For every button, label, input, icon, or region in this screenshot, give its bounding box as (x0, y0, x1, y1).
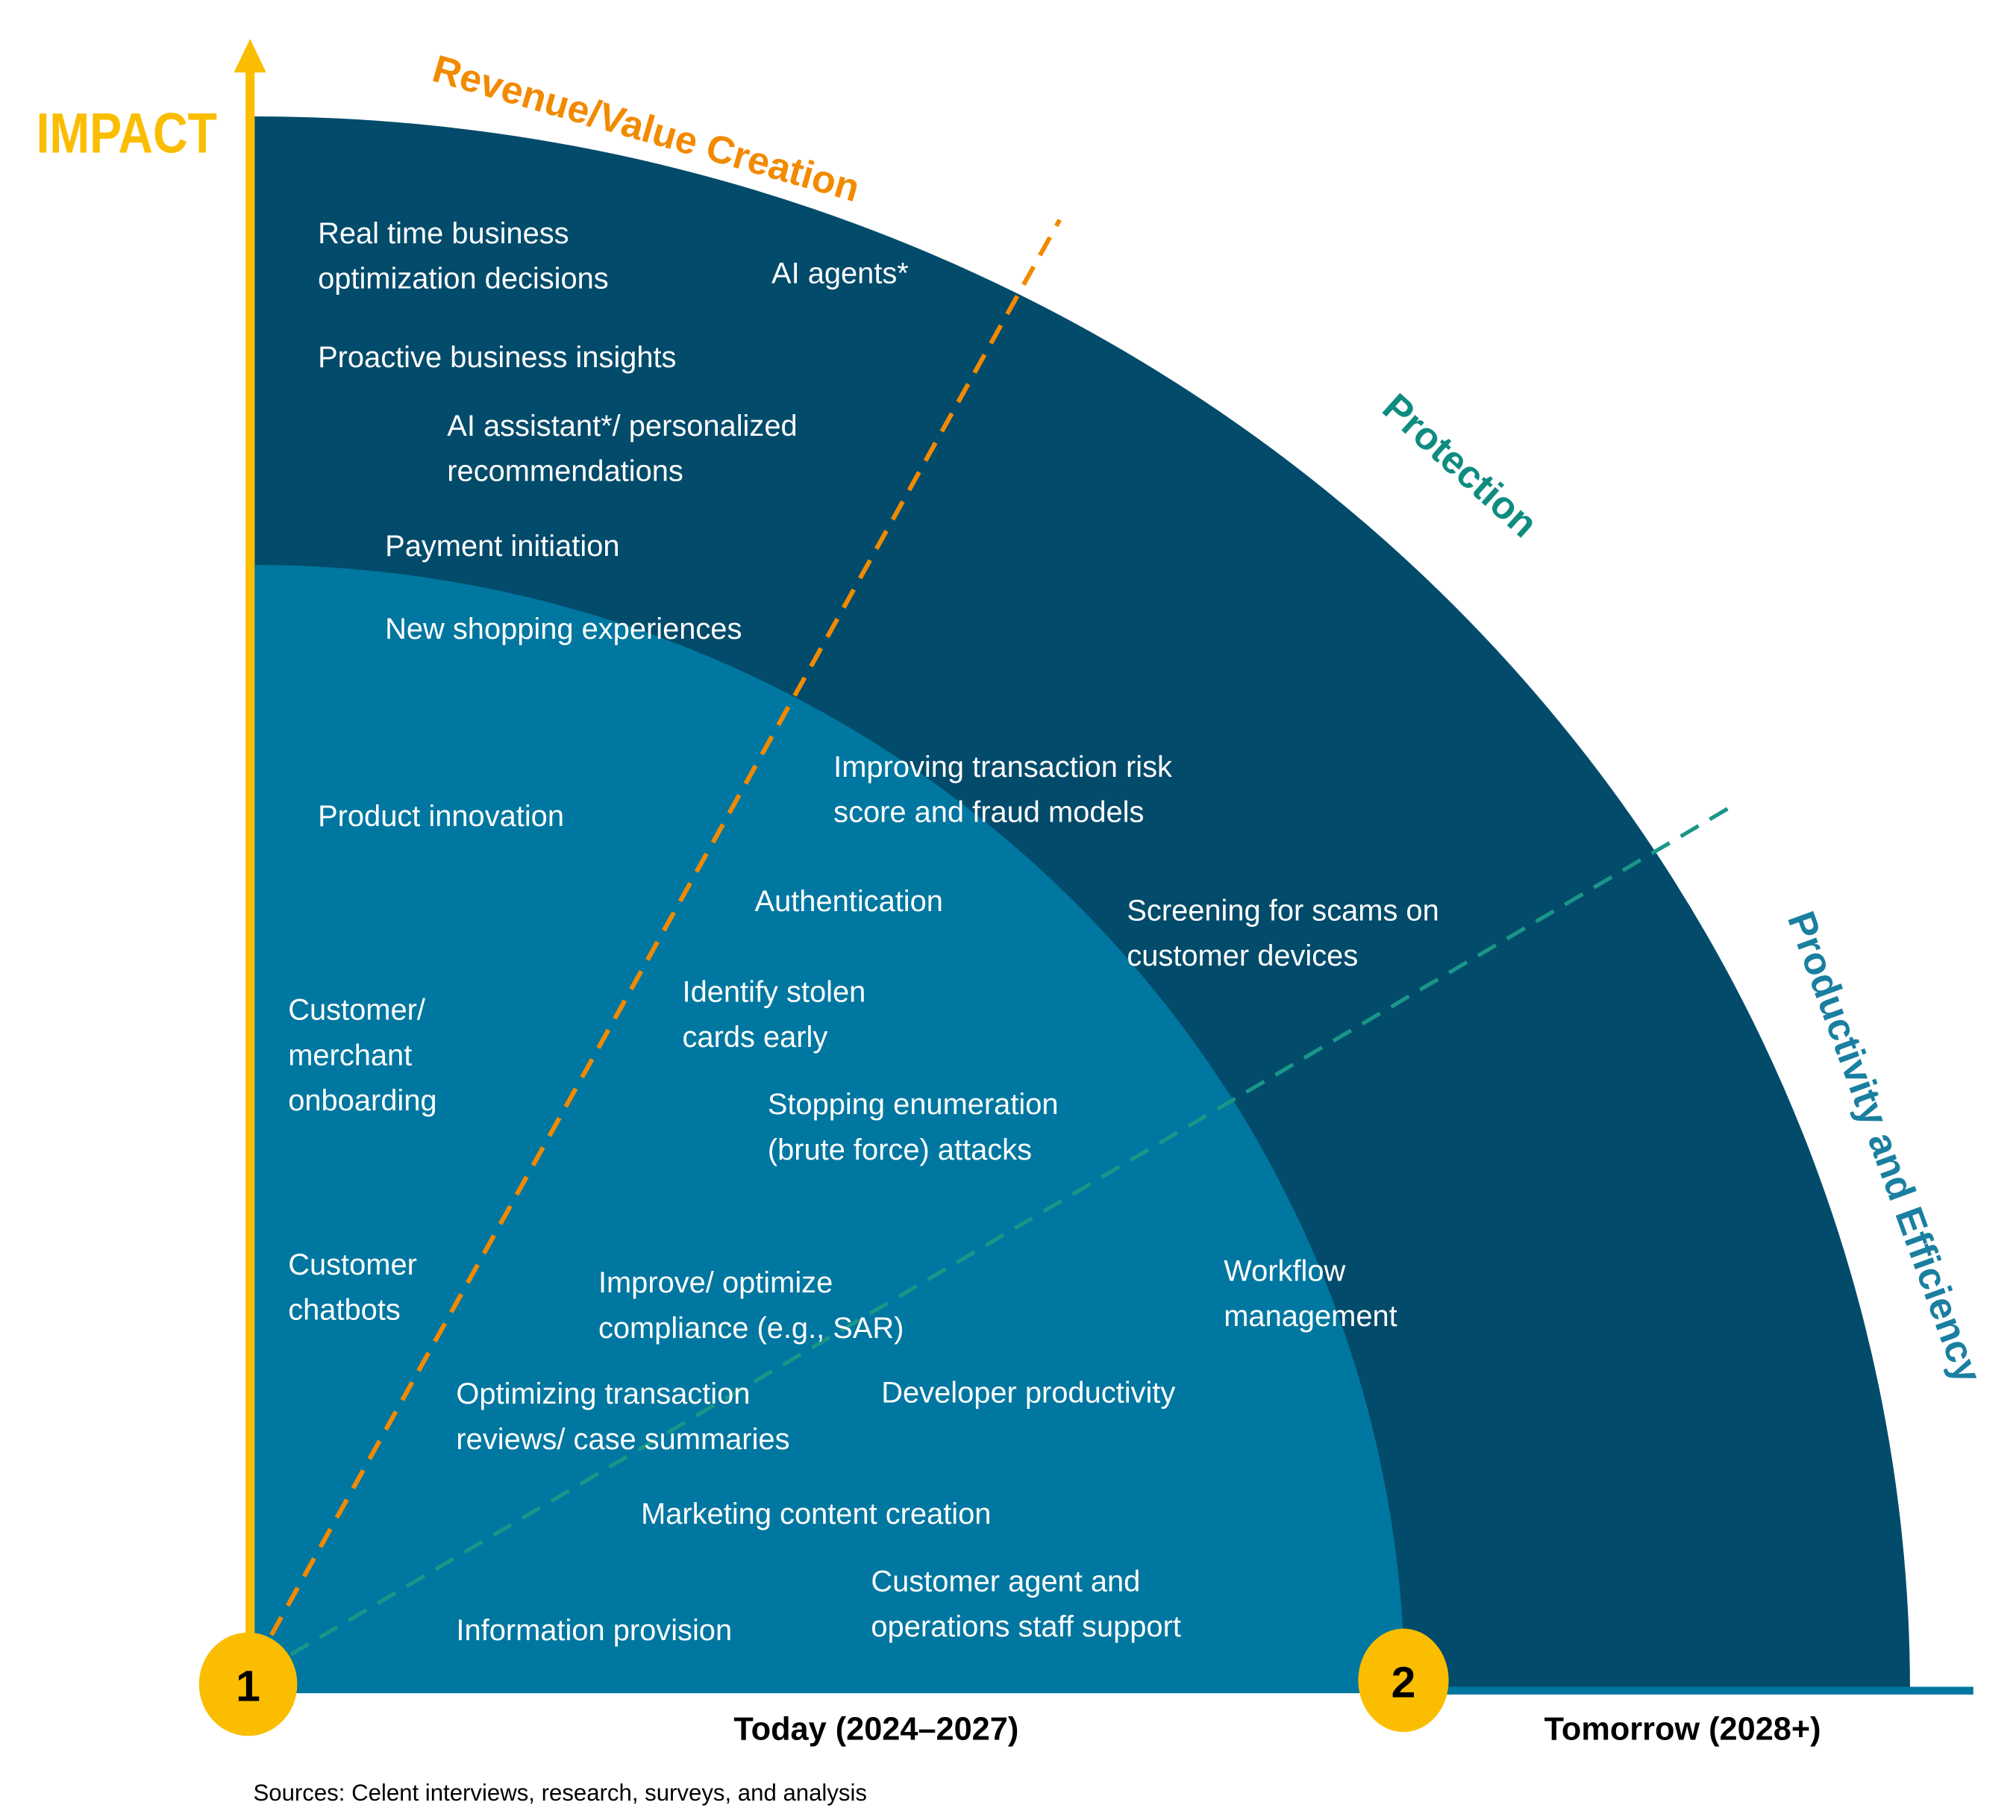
marker-1 (198, 1632, 298, 1736)
item-info: Information provision (456, 1614, 732, 1647)
marker-2-label: 2 (1392, 1658, 1416, 1707)
x-label-today: Today (2024–2027) (733, 1711, 1018, 1747)
item-enumeration: Stopping enumeration(brute force) attack… (768, 1088, 1059, 1166)
item-marketing: Marketing content creation (641, 1498, 991, 1530)
baseline (1404, 1686, 1973, 1695)
impact-label: IMPACT (36, 102, 216, 166)
revenue-divider (269, 219, 1062, 1636)
item-payment: Payment initiation (385, 530, 619, 563)
arrow-up-icon (234, 39, 266, 73)
productivity-divider (289, 806, 1730, 1657)
item-proactive: Proactive business insights (318, 341, 676, 374)
item-product: Product innovation (318, 800, 564, 833)
item-auth: Authentication (755, 885, 943, 918)
marker-1-label: 1 (236, 1663, 260, 1711)
impact-axis (245, 64, 255, 1694)
item-developer: Developer productivity (881, 1376, 1175, 1409)
source-note: Sources: Celent interviews, research, su… (253, 1780, 867, 1806)
x-label-tomorrow: Tomorrow (2028+) (1544, 1711, 1821, 1747)
category-protection: Protection (1374, 386, 1546, 546)
item-ai-agents: AI agents* (771, 257, 909, 290)
item-shopping: New shopping experiences (385, 613, 742, 645)
marker-2 (1358, 1628, 1449, 1733)
today-region (254, 565, 1405, 1694)
